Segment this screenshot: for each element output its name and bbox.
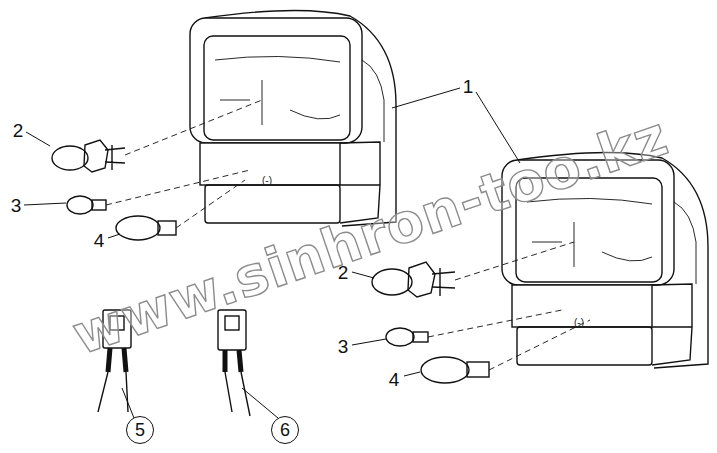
callout-number: 3: [338, 337, 349, 356]
callout-number: 6: [280, 421, 290, 439]
callout-number: (-): [574, 318, 584, 328]
callout-number: 5: [135, 421, 145, 439]
callout-number: 1: [463, 77, 474, 96]
callout-circle: 6: [271, 416, 299, 444]
bulbs-left: [52, 100, 262, 240]
callout-number: 3: [11, 196, 22, 215]
headlamp-left: [190, 10, 396, 226]
callout-number: 4: [94, 231, 105, 250]
bulbs-right: [372, 242, 590, 383]
callout-circle: 5: [126, 416, 154, 444]
callout-number: 2: [13, 121, 24, 140]
callout-number: (-): [262, 176, 272, 186]
callout-number: 4: [389, 370, 400, 389]
